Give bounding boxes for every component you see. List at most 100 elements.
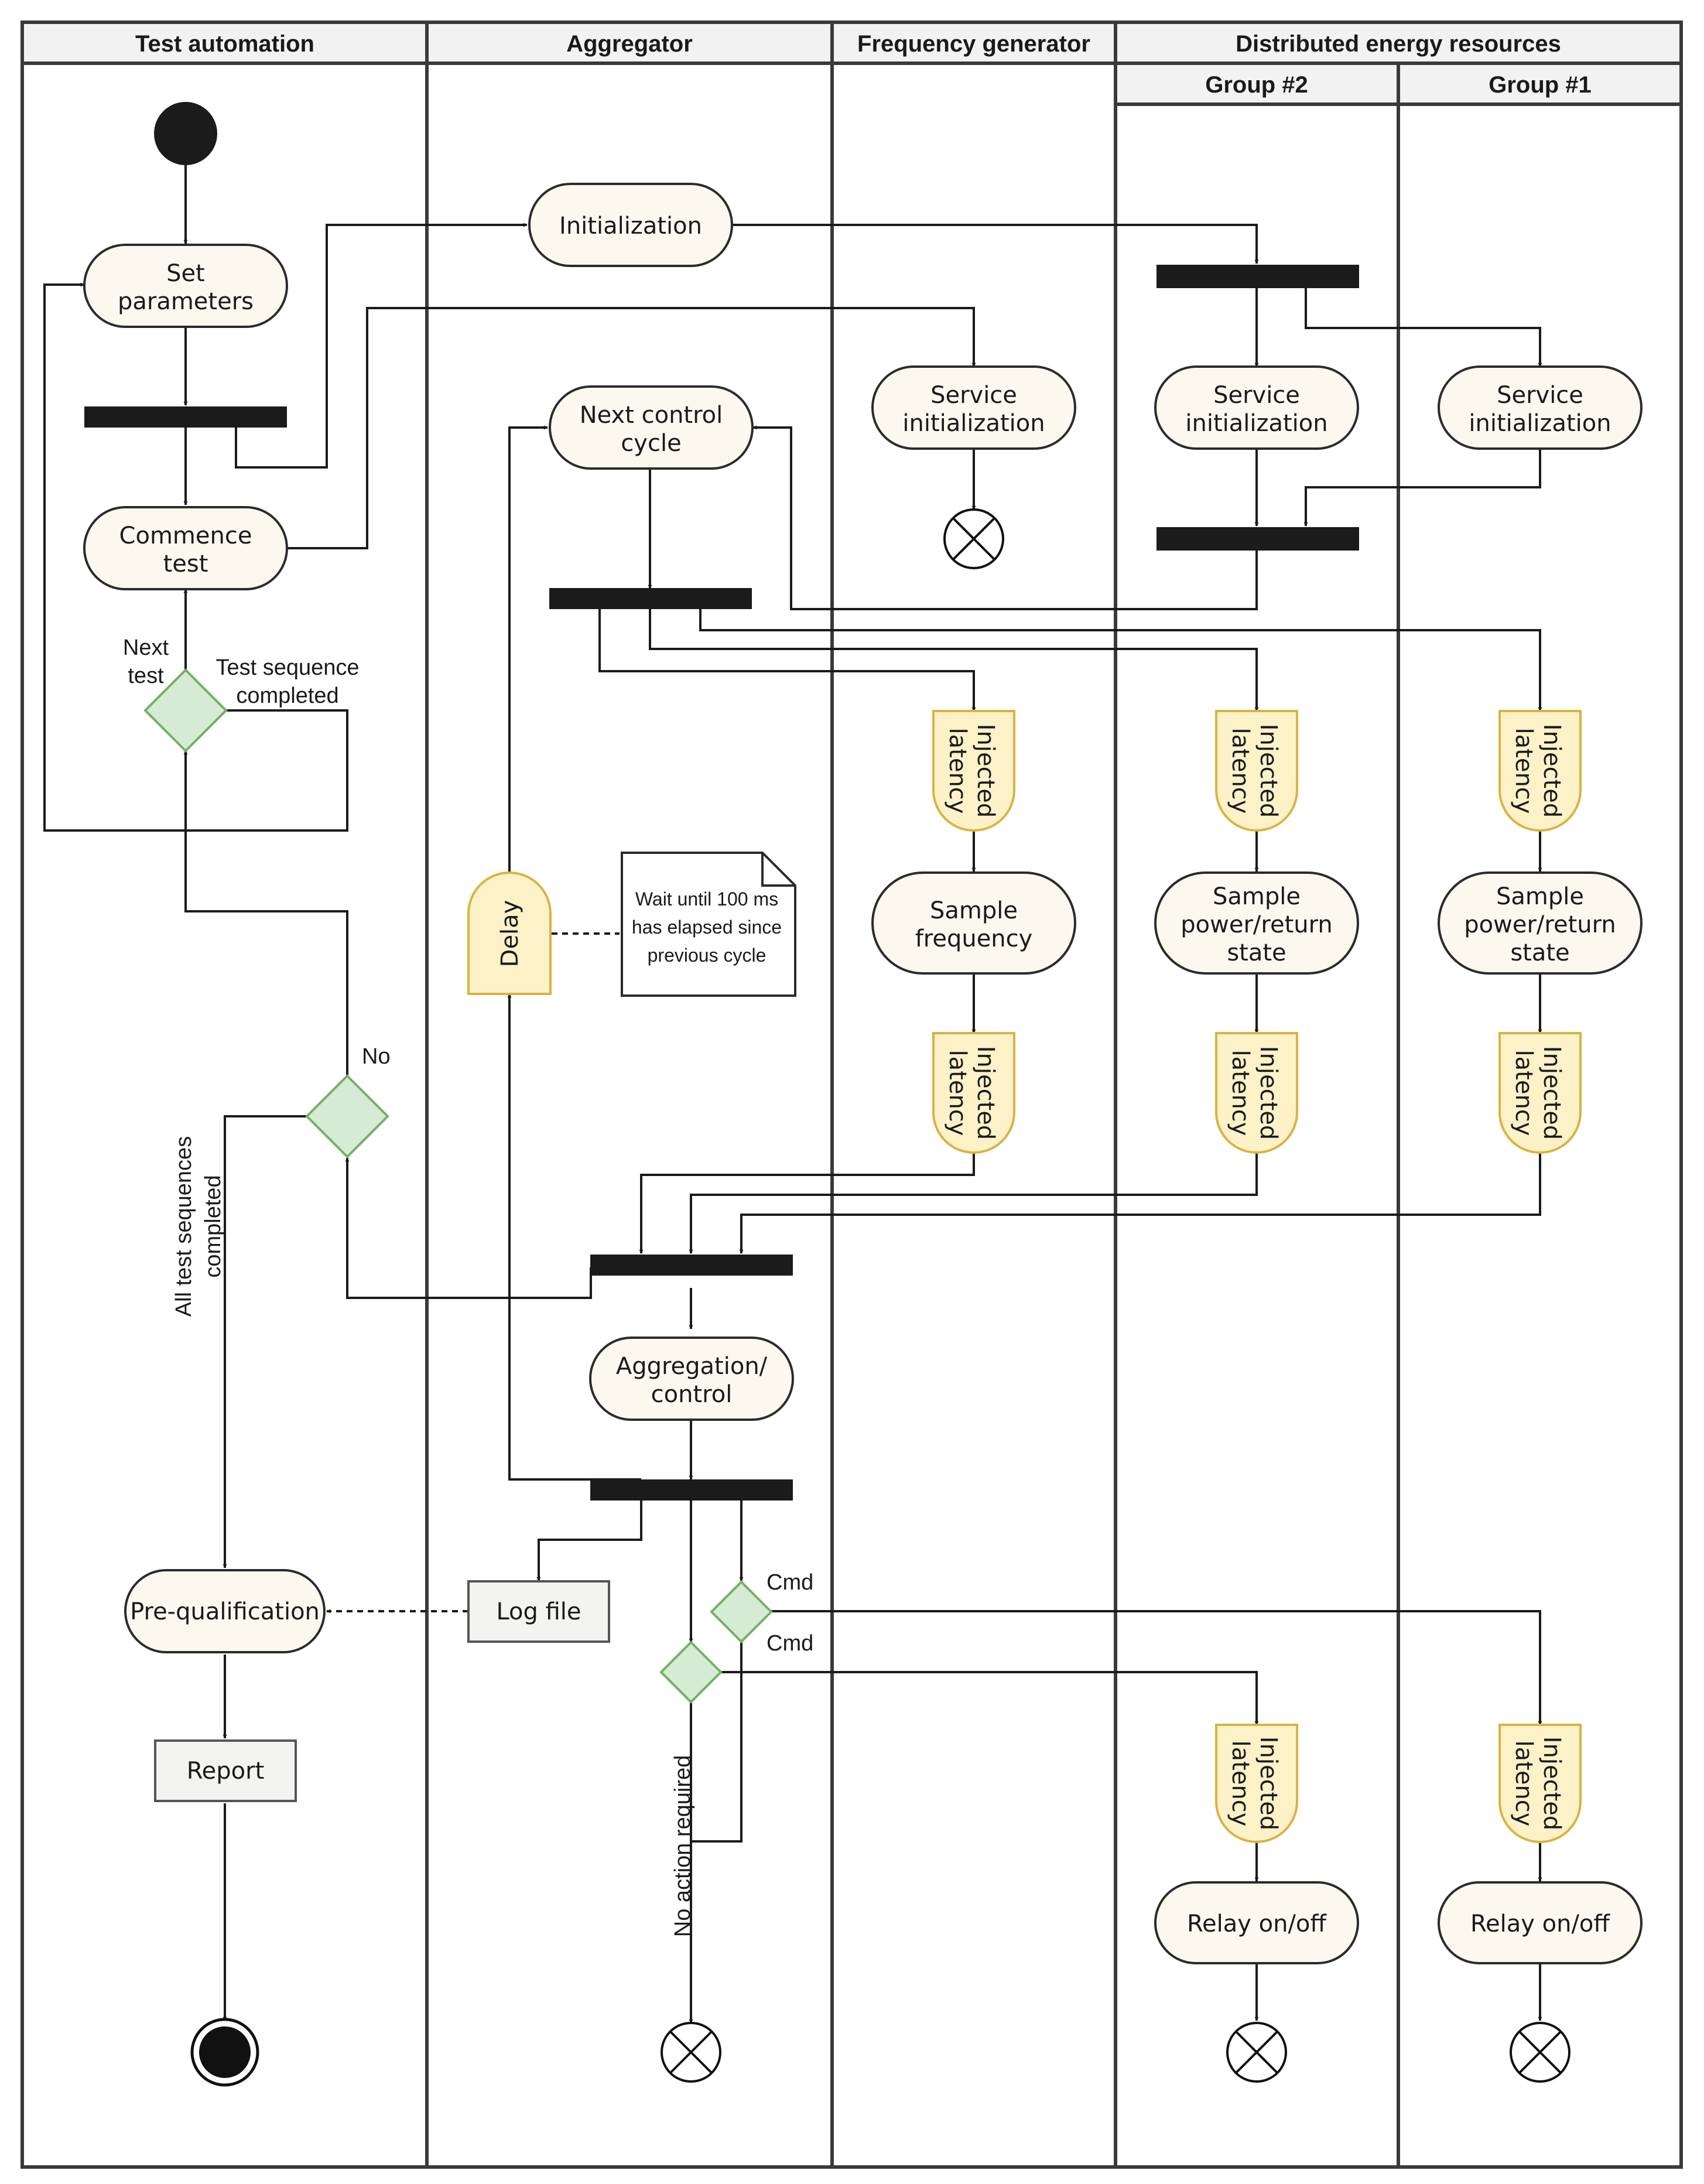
action-sample-frequency: Sample frequency (871, 871, 1076, 975)
action-box (528, 183, 733, 267)
latency-label: latency (1227, 728, 1254, 814)
latency-label: latency (1227, 1050, 1254, 1136)
latency-g2-3: Injected latency (1215, 1724, 1298, 1843)
edge (345, 1157, 592, 1299)
diagram-frame (20, 20, 1683, 2169)
edge (508, 425, 548, 874)
latency-box (1215, 710, 1298, 832)
object-label: Log file (496, 1598, 581, 1625)
action-label: initialization (1469, 410, 1611, 437)
edge (721, 1671, 1259, 1725)
note-text: previous cycle (648, 945, 767, 966)
latency-g1-1: Injected latency (1498, 710, 1582, 832)
action-box (1154, 365, 1359, 450)
action-label: initialization (1185, 410, 1327, 437)
action-label: Relay on/off (1470, 1910, 1610, 1937)
latency-label: Injected (972, 1046, 999, 1140)
action-box (1154, 1881, 1359, 1964)
action-commence-test: Commence test (83, 506, 288, 590)
lane-title-frequency-generator: Frequency generator (857, 31, 1090, 57)
latency-box (1498, 1032, 1582, 1154)
object-box (154, 1739, 297, 1802)
final-node (190, 2018, 259, 2087)
edge (43, 282, 348, 832)
action-box (871, 365, 1076, 450)
action-label: frequency (915, 925, 1033, 952)
action-label: Service (1497, 382, 1583, 409)
action-box (549, 385, 754, 470)
delay-box (467, 871, 552, 995)
edge (699, 609, 1542, 712)
edge (732, 224, 1259, 264)
note-text: has elapsed since (632, 917, 782, 938)
action-set-parameters: Set parameters (83, 244, 288, 328)
edge (536, 1501, 642, 1581)
latency-g2-2: Injected latency (1215, 1032, 1298, 1154)
latency-g2-1: Injected latency (1215, 710, 1298, 832)
action-label: Commence (119, 522, 252, 549)
action-pre-qualification: Pre-qualification (124, 1569, 326, 1653)
latency-box (1498, 710, 1582, 832)
object-report: Report (154, 1739, 297, 1802)
latency-label: Injected (972, 724, 999, 818)
action-box (871, 871, 1076, 975)
action-label: Next control (580, 402, 723, 429)
action-box (1438, 871, 1643, 975)
label-cmd: Cmd (767, 1570, 813, 1595)
fork-bar (590, 1479, 793, 1501)
edge (752, 425, 1258, 610)
latency-label: Injected (1538, 724, 1565, 818)
edge (287, 307, 976, 549)
action-label: Aggregation/ (616, 1353, 768, 1380)
action-label: Sample (1496, 883, 1584, 910)
latency-label: latency (1510, 728, 1537, 814)
edge (639, 1153, 975, 1254)
note-text: Wait until 100 ms (635, 888, 778, 910)
join-bar (590, 1255, 793, 1276)
action-box (1154, 871, 1359, 975)
flow-final-node (1510, 2022, 1570, 2083)
initial-node (154, 102, 217, 165)
action-label: state (1227, 939, 1286, 966)
decision-node (710, 1580, 773, 1643)
latency-label: Injected (1538, 1737, 1565, 1831)
label-test-sequence-completed: completed (236, 683, 338, 708)
latency-fg-1: Injected latency (932, 710, 1015, 832)
action-label: test (163, 551, 208, 577)
edge (235, 223, 528, 469)
label-no-action-required: No action required (670, 1755, 695, 1937)
lane-title-test-automation: Test automation (135, 31, 314, 57)
action-label: Pre-qualification (130, 1598, 320, 1625)
label-next-test: test (128, 664, 164, 688)
latency-box (932, 710, 1015, 832)
flow-final-node (661, 2022, 721, 2083)
action-label: initialization (902, 410, 1045, 437)
latency-box (932, 1032, 1015, 1154)
lane-header-row (20, 20, 1683, 65)
action-service-initialization-fg: Service initialization (871, 365, 1076, 450)
edge (771, 1610, 1542, 1725)
edge (649, 609, 1259, 712)
object-log-file: Log file (467, 1580, 610, 1643)
action-label: Sample (930, 897, 1018, 924)
delay-label: Delay (497, 900, 523, 968)
action-service-initialization-g2: Service initialization (1154, 365, 1359, 450)
flow-final-node (1226, 2022, 1287, 2083)
action-label: Sample (1213, 883, 1301, 910)
lane-title-der: Distributed energy resources (1236, 31, 1561, 57)
action-label: parameters (118, 288, 254, 315)
action-box (1438, 1881, 1643, 1964)
latency-g1-2: Injected latency (1498, 1032, 1582, 1154)
action-label: Initialization (559, 213, 702, 240)
lane-title-aggregator: Aggregator (566, 31, 693, 57)
action-service-initialization-g1: Service initialization (1438, 365, 1643, 450)
latency-label: latency (944, 728, 971, 814)
note-box (621, 852, 796, 997)
edges (43, 165, 1542, 2024)
label-no: No (362, 1044, 391, 1069)
lane-title-group-1: Group #1 (1489, 72, 1592, 98)
action-label: Service (1213, 382, 1300, 409)
action-label: power/return (1181, 911, 1332, 938)
action-label: control (651, 1381, 733, 1408)
lane-title-group-2: Group #2 (1205, 72, 1308, 98)
